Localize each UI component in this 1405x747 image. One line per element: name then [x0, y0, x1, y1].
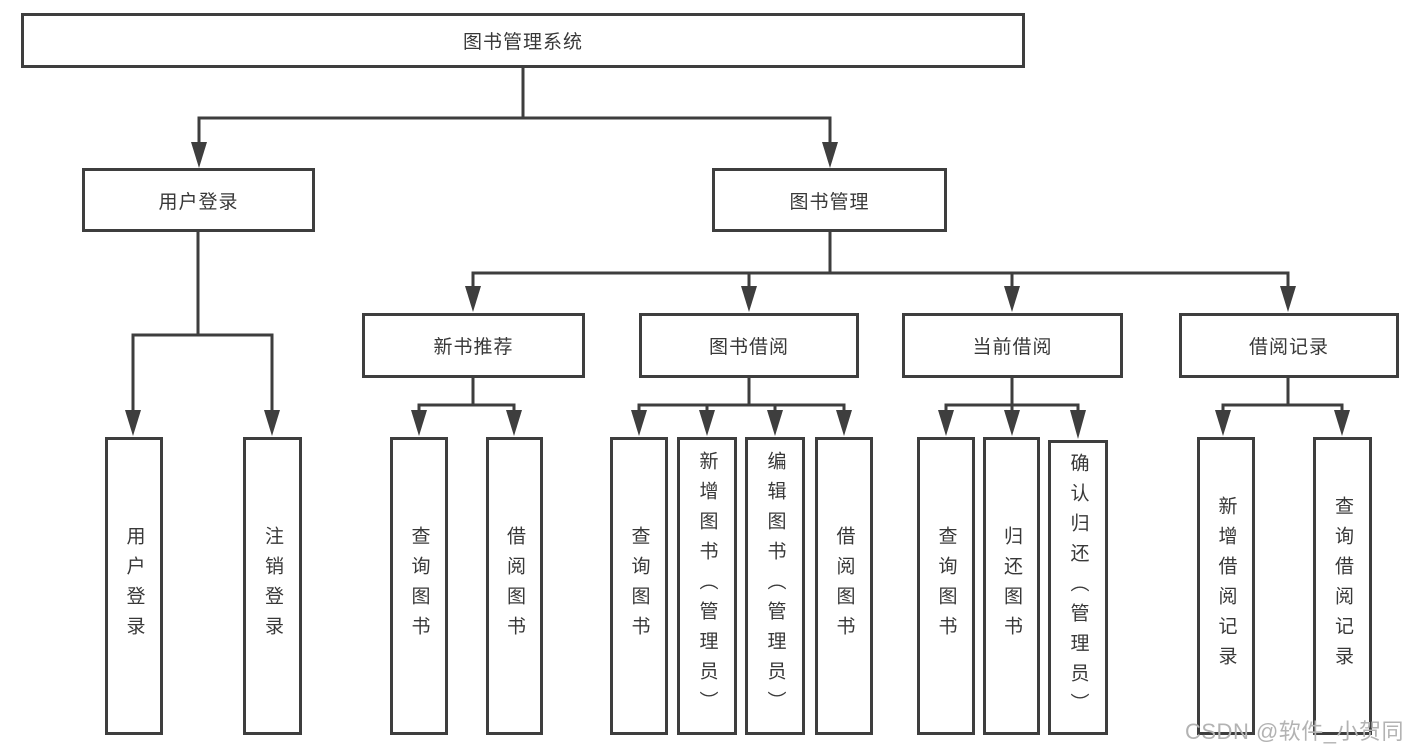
leaf-label: 归还图书 — [1001, 526, 1022, 646]
leaf-label: 查询借阅记录 — [1332, 496, 1353, 676]
leaf-edit-books-admin: 编辑图书（管理员） — [745, 437, 805, 735]
leaf-label: 借阅图书 — [833, 526, 855, 646]
leaf-logout: 注销登录 — [243, 437, 302, 735]
node-book-borrowing: 图书借阅 — [639, 313, 859, 378]
leaf-borrow-books: 借阅图书 — [486, 437, 543, 735]
arrowheads — [125, 142, 1350, 439]
leaf-label: 查询图书 — [935, 526, 957, 646]
node-label: 当前借阅 — [972, 337, 1053, 358]
leaf-query-books: 查询图书 — [610, 437, 668, 735]
watermark: CSDN @软件_小贺同学 — [1185, 719, 1405, 744]
node-label: 新书推荐 — [433, 337, 514, 358]
node-label: 图书管理 — [789, 191, 870, 213]
node-label: 用户登录 — [158, 191, 239, 213]
node-user-login: 用户登录 — [82, 168, 315, 232]
leaf-label: 查询图书 — [408, 526, 430, 646]
node-current-borrowing: 当前借阅 — [902, 313, 1123, 378]
node-label: 借阅记录 — [1248, 337, 1329, 358]
leaf-label: 新增图书（管理员） — [696, 451, 718, 721]
leaf-add-books-admin: 新增图书（管理员） — [677, 437, 737, 735]
node-library-management-system: 图书管理系统 — [21, 13, 1025, 68]
leaf-label: 编辑图书（管理员） — [764, 451, 786, 721]
leaf-confirm-return-admin: 确认归还（管理员） — [1048, 440, 1108, 735]
node-borrowing-records: 借阅记录 — [1179, 313, 1399, 378]
leaf-label: 确认归还（管理员） — [1067, 452, 1089, 723]
leaf-user-login: 用户登录 — [105, 437, 163, 735]
leaf-return-books: 归还图书 — [983, 437, 1040, 735]
leaf-borrow-books: 借阅图书 — [815, 437, 873, 735]
node-label: 图书借阅 — [708, 337, 789, 358]
node-label: 图书管理系统 — [462, 32, 583, 53]
node-book-management: 图书管理 — [712, 168, 947, 232]
leaf-query-borrow-record: 查询借阅记录 — [1313, 437, 1372, 735]
leaf-query-books: 查询图书 — [390, 437, 448, 735]
leaf-label: 查询图书 — [628, 526, 650, 646]
leaf-query-books: 查询图书 — [917, 437, 975, 735]
node-new-book-recommendation: 新书推荐 — [362, 313, 585, 378]
leaf-label: 用户登录 — [123, 526, 145, 646]
leaf-label: 新增借阅记录 — [1215, 496, 1237, 676]
leaf-label: 注销登录 — [262, 526, 283, 646]
leaf-add-borrow-record: 新增借阅记录 — [1197, 437, 1255, 735]
leaf-label: 借阅图书 — [504, 526, 525, 646]
